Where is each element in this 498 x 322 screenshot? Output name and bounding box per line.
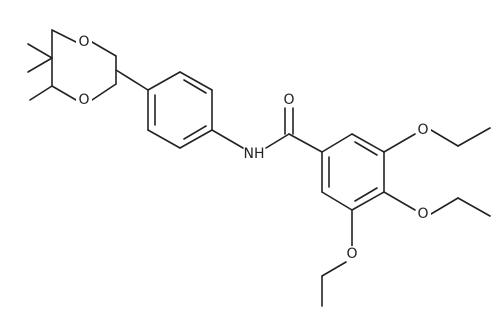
atom-label-o-ring-top: O [78, 34, 89, 50]
bond-link-phenyl-n [211, 129, 244, 149]
bond-phenyl-2 [179, 71, 213, 91]
atom-carbonyl-o: O [281, 92, 297, 108]
atom-label-ether-o-middle: O [417, 206, 428, 222]
atom-amide-nh: NH [243, 143, 265, 165]
bond-phenyl-5 [147, 129, 181, 149]
atom-label-ether-o-lower: O [346, 246, 357, 262]
bond-ethoxy-middle-o [383, 191, 416, 211]
atom-label-ether-o-upper: O [417, 122, 428, 138]
bond-phenyl-1 [147, 71, 181, 91]
bond-ring-c6-o1 [51, 29, 77, 43]
atom-ether-o-lower: O [344, 246, 360, 262]
bond-lines [27, 29, 491, 307]
bond-link-n-carbonyl [265, 133, 290, 149]
bond-ethoxy-upper-ch3 [457, 127, 491, 147]
bond-methyl-c4 [29, 85, 53, 101]
bond-phenyl-db-2 [183, 125, 207, 140]
bond-ring-o3-c4 [51, 85, 77, 101]
bond-phenyl-db-1 [183, 79, 207, 94]
bond-ethoxy-upper-o [383, 133, 416, 153]
atom-label-amide-nh: NH [244, 146, 265, 162]
bond-ring-o1-c2 [91, 41, 117, 57]
bond-benz-2 [351, 133, 385, 153]
bond-phenyl-4 [179, 129, 213, 149]
bond-link-carbonyl-ring [288, 133, 323, 153]
bond-ethoxy-middle-ch2 [430, 197, 459, 215]
atom-ether-o-upper: O [415, 122, 431, 138]
bond-benz-db-1 [354, 141, 378, 156]
bond-methyl-c5-a [27, 43, 53, 59]
bond-ethoxy-upper-ch2 [430, 129, 459, 147]
bond-benz-1 [321, 133, 353, 153]
bond-link-acetal-phenyl [115, 69, 149, 91]
atom-o-ring-top: O [76, 34, 92, 50]
bond-benz-4 [351, 191, 385, 211]
bond-ring-c2-o3 [91, 83, 117, 101]
bond-methyl-c5-b [27, 57, 53, 73]
bond-ethoxy-middle-ch3 [457, 197, 491, 217]
bond-benz-5 [321, 191, 353, 211]
atom-o-ring-bottom: O [76, 92, 92, 108]
bond-ethoxy-lower-ch2 [321, 261, 347, 277]
atom-ether-o-middle: O [415, 206, 431, 222]
atom-label-carbonyl-o: O [283, 92, 294, 108]
atom-label-o-ring-bottom: O [78, 92, 89, 108]
bond-benz-db-2 [354, 187, 378, 202]
